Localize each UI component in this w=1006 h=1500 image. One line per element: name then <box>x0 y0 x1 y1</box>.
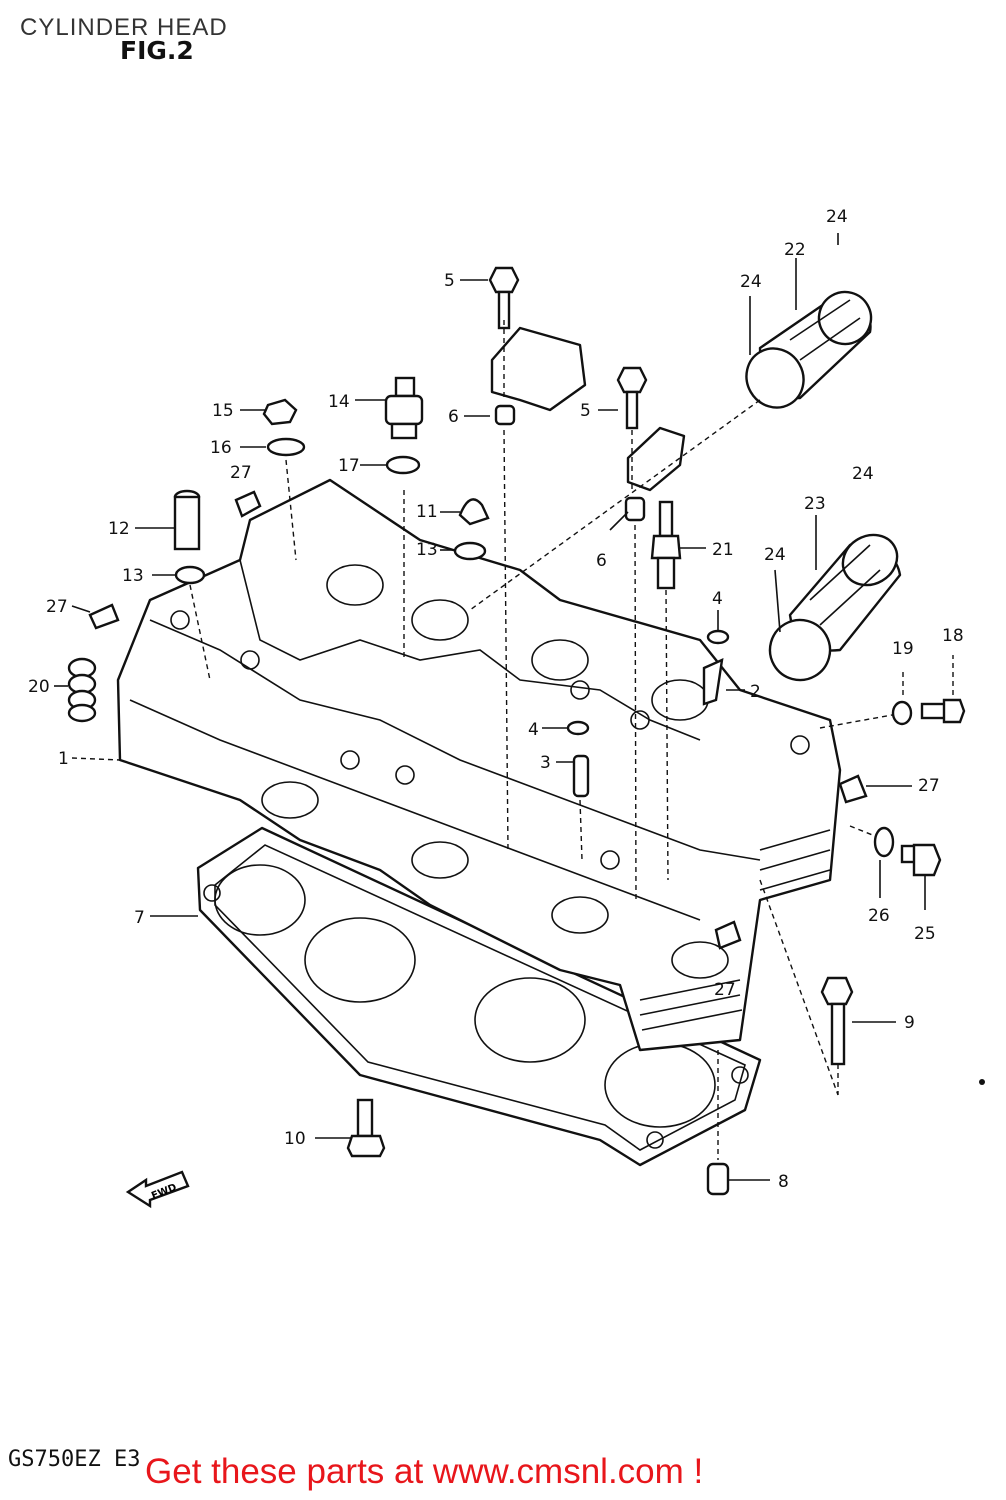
rubber-plug-20 <box>67 657 97 723</box>
website-cta-link[interactable]: Get these parts at www.cmsnl.com ! <box>145 1452 704 1491</box>
leader-lines <box>54 233 954 1181</box>
plug-bolt-25 <box>900 843 942 877</box>
washer-13-left <box>174 565 206 585</box>
callout-1: 1 <box>58 749 69 769</box>
cap-27-top <box>234 490 262 518</box>
washer-4-lower <box>566 720 590 736</box>
cap-27-front <box>714 920 742 950</box>
callout-27: 27 <box>230 463 252 483</box>
callout-20: 20 <box>28 677 50 697</box>
nut-15 <box>262 398 298 426</box>
callout-17: 17 <box>338 456 360 476</box>
fwd-arrow-icon: FWD <box>125 1170 190 1209</box>
callout-15: 15 <box>212 401 234 421</box>
o-ring-17 <box>385 455 421 475</box>
bolt-5-upper <box>488 266 520 330</box>
cap-27-left <box>88 603 120 630</box>
callout-4: 4 <box>528 720 539 740</box>
callout-9: 9 <box>904 1013 915 1033</box>
callout-7: 7 <box>134 908 145 928</box>
callout-23: 23 <box>804 494 826 514</box>
callout-22: 22 <box>784 240 806 260</box>
washer-16 <box>266 437 306 457</box>
callout-26: 26 <box>868 906 890 926</box>
callout-27: 27 <box>918 776 940 796</box>
dowel-6-upper <box>494 404 516 426</box>
sleeve-12 <box>173 489 201 551</box>
callout-10: 10 <box>284 1129 306 1149</box>
callout-4: 4 <box>712 589 723 609</box>
figure-label: FIG.2 <box>120 36 194 65</box>
callout-24: 24 <box>740 272 762 292</box>
callout-5: 5 <box>580 401 591 421</box>
callout-13: 13 <box>122 566 144 586</box>
callout-27: 27 <box>46 597 68 617</box>
page-title: CYLINDER HEAD <box>20 14 228 41</box>
callout-19: 19 <box>892 639 914 659</box>
callout-24: 24 <box>852 464 874 484</box>
bolt-9 <box>820 976 854 1066</box>
washer-19 <box>891 700 913 726</box>
cam-cap-bracket-2 <box>626 426 686 492</box>
cam-cap-bracket <box>490 326 587 412</box>
valve-guide-2 <box>702 658 724 706</box>
cylinder-head <box>116 478 842 1052</box>
callout-24: 24 <box>826 207 848 227</box>
intake-pipe-22 <box>745 290 873 409</box>
washer-4-upper <box>706 629 730 645</box>
callout-18: 18 <box>942 626 964 646</box>
bolt-5-right <box>616 366 648 430</box>
callout-6: 6 <box>448 407 459 427</box>
spark-plug-21 <box>650 500 682 590</box>
intake-pipe-23 <box>768 533 902 682</box>
callout-5: 5 <box>444 271 455 291</box>
dowel-8 <box>706 1162 730 1196</box>
model-code: GS750EZ E3 <box>8 1447 141 1472</box>
temp-sensor-14 <box>384 376 424 440</box>
callout-6: 6 <box>596 551 607 571</box>
bolt-18 <box>920 698 966 724</box>
dowel-6-lower <box>624 496 646 522</box>
cap-27-right <box>838 774 868 804</box>
callout-3: 3 <box>540 753 551 773</box>
callout-14: 14 <box>328 392 350 412</box>
valve-guide-3 <box>572 754 590 798</box>
callout-13: 13 <box>416 540 438 560</box>
callout-25: 25 <box>914 924 936 944</box>
washer-13-right <box>453 541 487 561</box>
gasket-washer-26 <box>873 826 895 858</box>
cap-nut-11 <box>458 498 490 526</box>
callout-8: 8 <box>778 1172 789 1192</box>
bolt-10 <box>346 1098 386 1158</box>
callout-labels: 1 2 3 4 4 5 5 6 6 7 8 9 10 11 12 13 13 1… <box>28 207 964 1192</box>
callout-24: 24 <box>764 545 786 565</box>
callout-2: 2 <box>750 682 761 702</box>
callout-11: 11 <box>416 502 438 522</box>
callout-12: 12 <box>108 519 130 539</box>
callout-21: 21 <box>712 540 734 560</box>
callout-27: 27 <box>714 980 736 1000</box>
callout-16: 16 <box>210 438 232 458</box>
